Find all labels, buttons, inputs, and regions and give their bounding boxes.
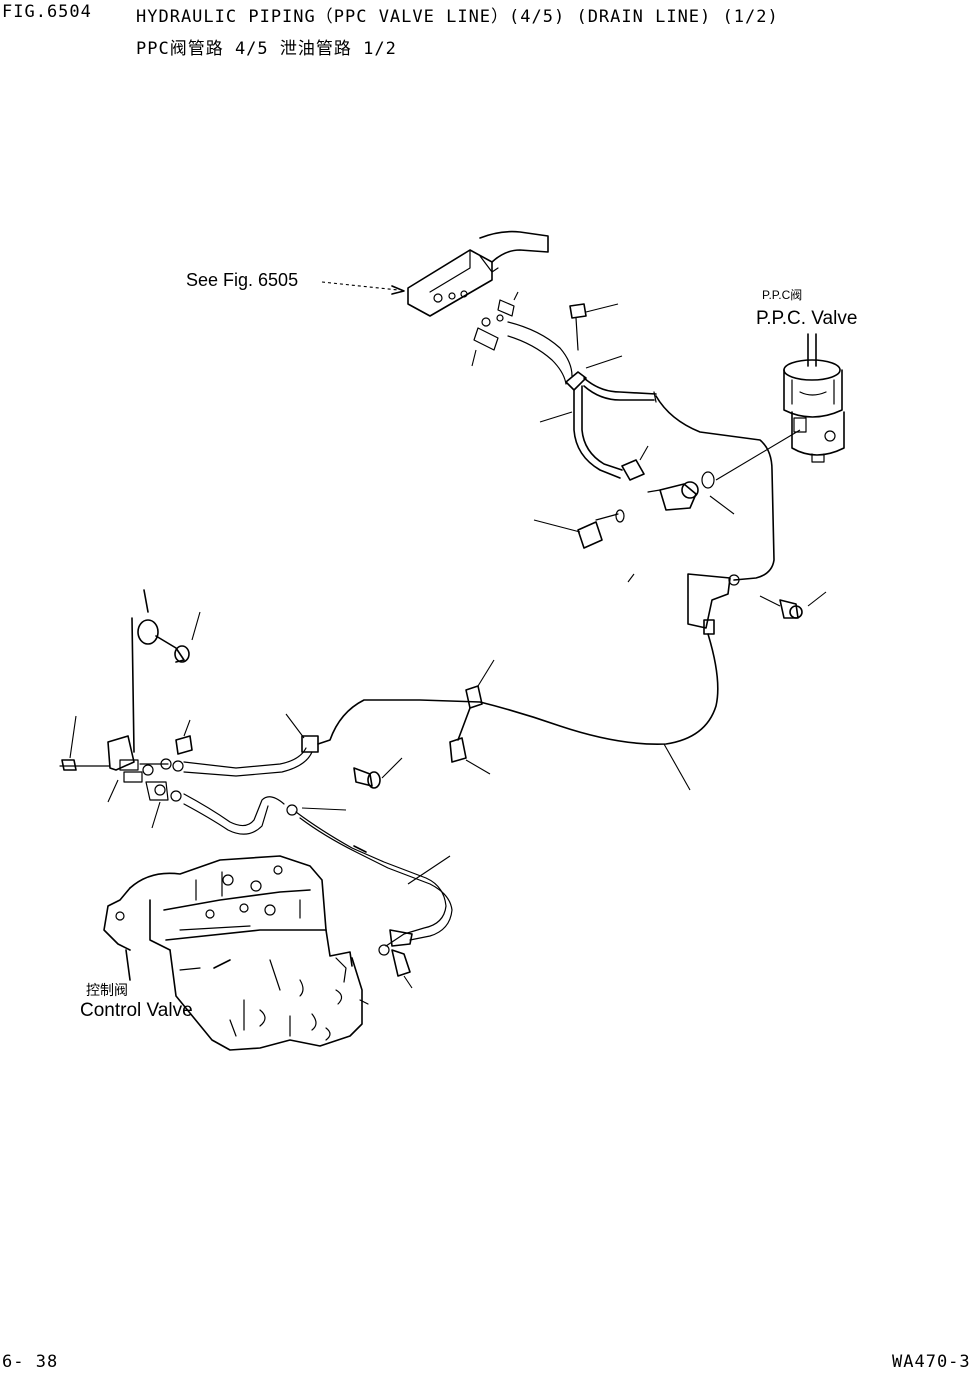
ppc-drain-hose — [655, 395, 775, 581]
control-valve-label-cn: 控制阀 — [86, 982, 128, 998]
upper-bolt — [569, 303, 619, 351]
figure-title: HYDRAULIC PIPING（PPC VALVE LINE）(4/5) (D… — [136, 7, 779, 27]
left-manifold — [59, 589, 201, 829]
drain-hose-main — [317, 633, 719, 745]
ppc-elbow-fitting — [533, 429, 801, 549]
see-fig-label: See Fig. 6505 — [186, 270, 299, 290]
upper-fittings — [471, 291, 519, 367]
see-fig-leader — [321, 281, 399, 291]
figure-subtitle: PPC阀管路 4/5 泄油管路 1/2 — [136, 39, 397, 59]
figure-number: FIG.6504 — [2, 2, 92, 22]
ppc-valve-label: P.P.C. Valve — [756, 308, 858, 329]
drain-hose-leader — [663, 743, 691, 791]
page-number: 6- 38 — [2, 1352, 59, 1372]
ppc-valve-label-cn: P.P.C阀 — [762, 288, 803, 302]
mid-right-connector — [627, 573, 827, 635]
upper-hoses — [507, 321, 657, 479]
upper-manifold-block — [407, 230, 549, 317]
see-fig-arrowhead — [391, 285, 405, 295]
ppc-valve — [783, 333, 845, 463]
middle-clamp — [449, 659, 495, 775]
model-number: WA470-3 — [892, 1352, 970, 1372]
control-valve-label: Control Valve — [80, 1000, 193, 1021]
left-hoses — [183, 713, 453, 989]
control-valve — [103, 855, 369, 1051]
